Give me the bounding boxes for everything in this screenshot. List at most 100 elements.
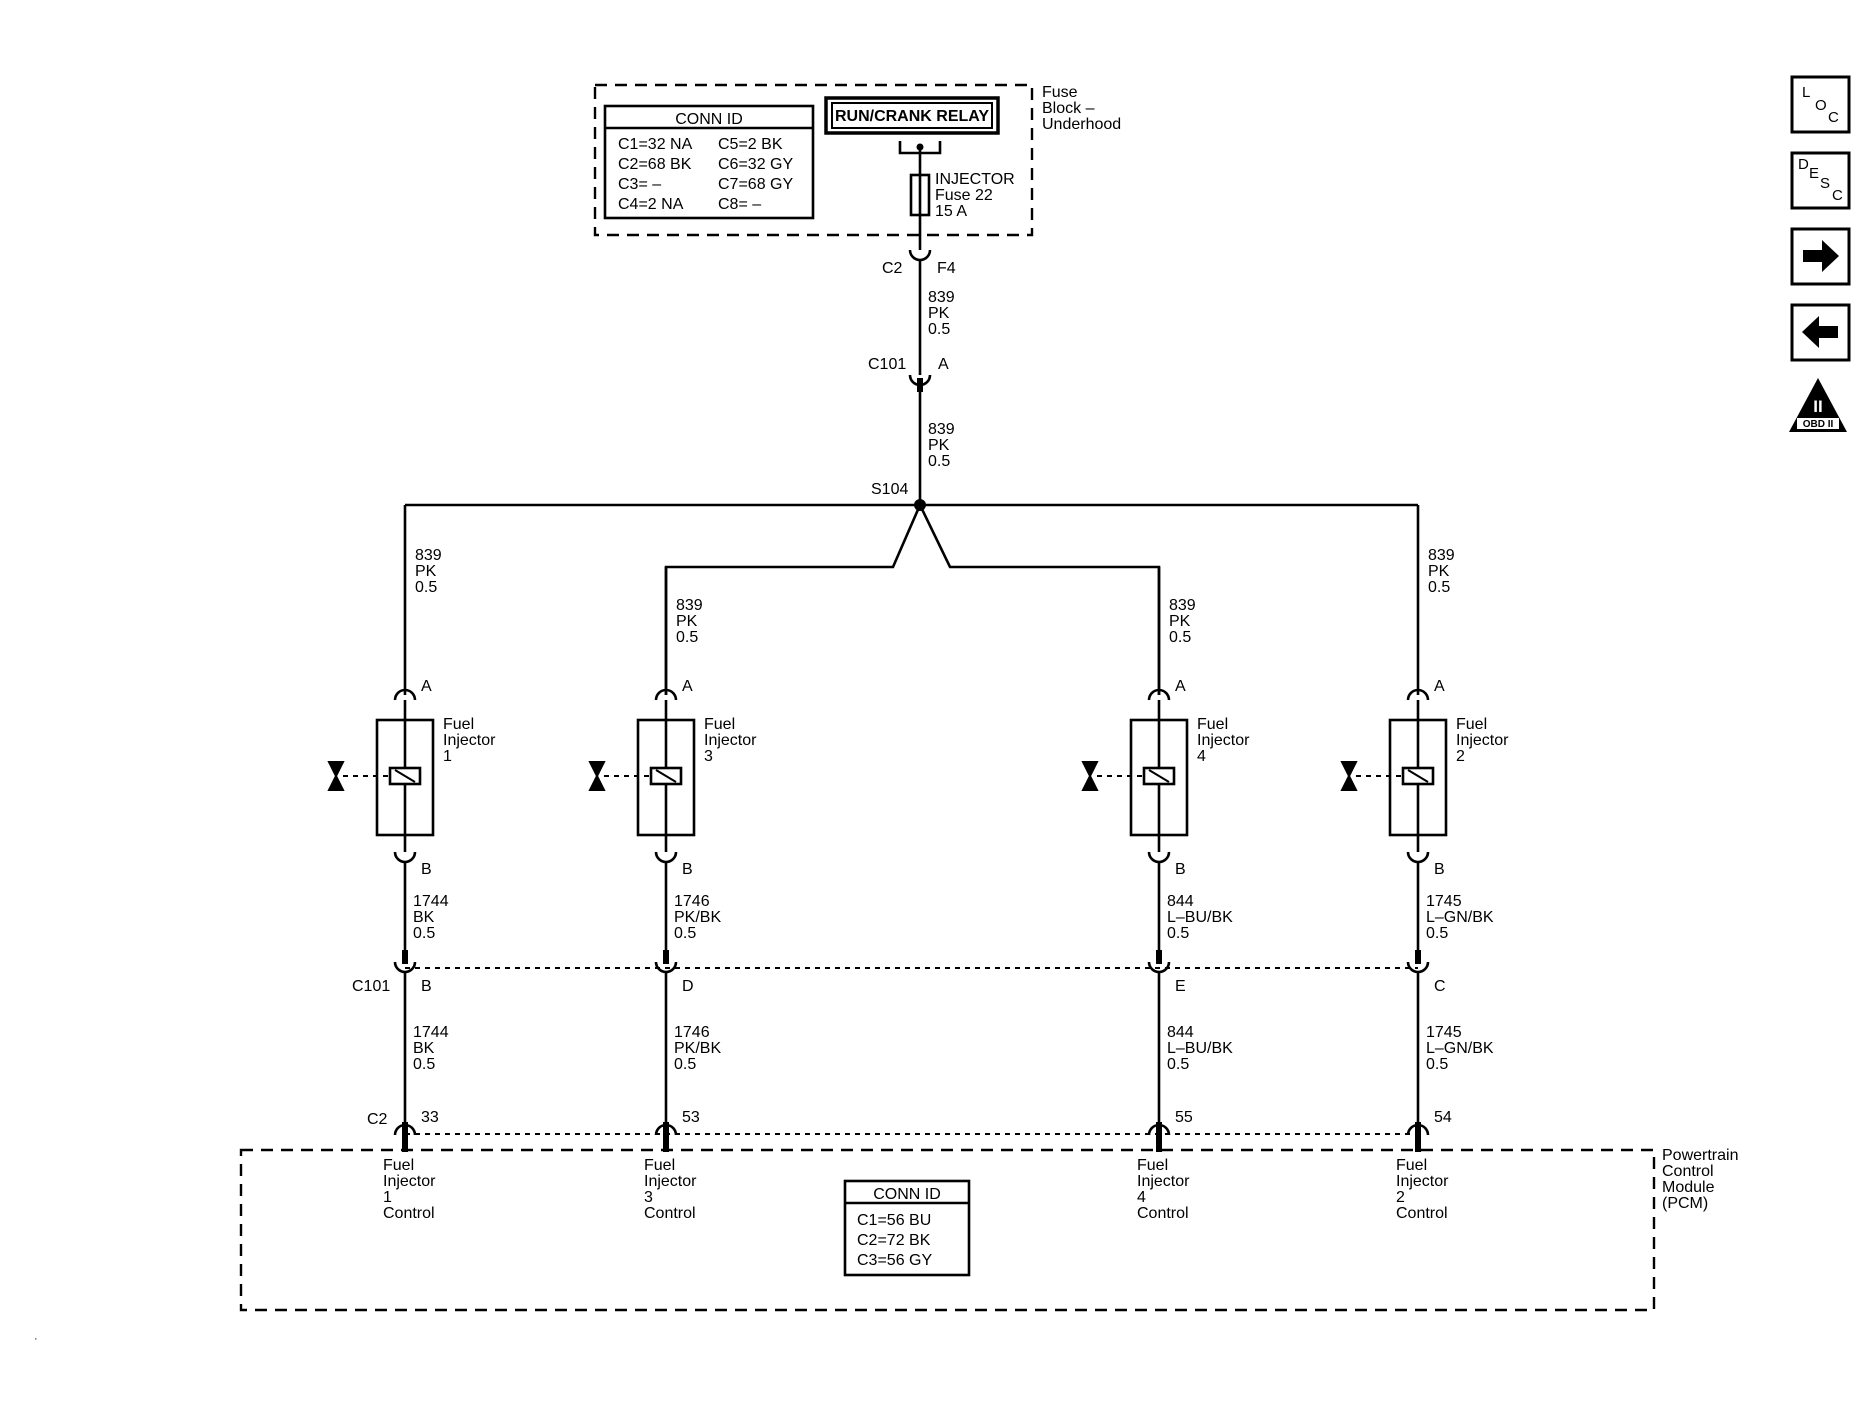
pcm-conn-c1: C1=56 BU [857, 1212, 931, 1229]
pcm-input-label-1: Fuel [1396, 1157, 1427, 1174]
feed-color: PK [1169, 613, 1191, 630]
c101-pin-label: D [682, 978, 694, 995]
fuse-block-outline [593, 83, 1034, 237]
fuse-label-2: Fuse 22 [935, 187, 993, 204]
injector-name-1: Fuel [1456, 716, 1487, 733]
wire-b-circuit: 844 [1167, 893, 1194, 910]
wire-c-color: L–BU/BK [1167, 1040, 1233, 1057]
wire-b-circuit: 1744 [413, 893, 449, 910]
wire-b-size: 0.5 [1426, 925, 1448, 942]
pcm-input-label-2: Injector [1396, 1173, 1449, 1190]
wire-c-color: BK [413, 1040, 435, 1057]
wire-c-circuit: 844 [1167, 1024, 1194, 1041]
wire-b-color: L–BU/BK [1167, 909, 1233, 926]
main-wire1-color: PK [928, 305, 950, 322]
feed-size: 0.5 [1428, 579, 1450, 596]
fuse-block-label-2: Block – [1042, 100, 1095, 117]
feed-size: 0.5 [415, 579, 437, 596]
connector-b [393, 851, 417, 864]
injector-number: 3 [704, 748, 713, 765]
pcm-input-label-1: Fuel [1137, 1157, 1168, 1174]
injector-name-2: Injector [704, 732, 757, 749]
fuse-block-label-3: Underhood [1042, 116, 1121, 133]
fuel-injector-branch-1: 839PK0.5AFuelInjector1B1744BK0.5B1744BK0… [327, 505, 496, 1222]
fuse-conn-c8: C8= – [718, 196, 761, 213]
pin-a-label: A [1175, 678, 1186, 695]
main-wire2-color: PK [928, 437, 950, 454]
fuse-label-3: 15 A [935, 203, 967, 220]
wire-b-color: BK [413, 909, 435, 926]
loc-letter-c: C [1828, 109, 1839, 126]
forward-button[interactable] [1790, 227, 1851, 286]
arrow-right-icon [1803, 240, 1839, 272]
pcm-conn-table [843, 1179, 971, 1277]
wire-b-circuit: 1745 [1426, 893, 1462, 910]
desc-letter-d: D [1798, 156, 1809, 173]
wire-c-size: 0.5 [413, 1056, 435, 1073]
run-crank-relay-outer [824, 96, 1000, 135]
main-c101-pin: A [938, 356, 949, 373]
obd-ii-button[interactable]: II OBD II [1789, 378, 1847, 432]
loc-button[interactable]: L O C [1790, 75, 1851, 134]
loc-letter-l: L [1802, 84, 1810, 101]
main-wire1-circuit: 839 [928, 289, 955, 306]
connector-c2-f4 [908, 249, 932, 262]
feed-circuit: 839 [415, 547, 442, 564]
pcm-conn-c2: C2=72 BK [857, 1232, 931, 1249]
desc-button[interactable]: D E S C [1790, 151, 1851, 210]
injector-number: 2 [1456, 748, 1465, 765]
fuse-conn-c6: C6=32 GY [718, 156, 793, 173]
pin-a-label: A [1434, 678, 1445, 695]
valve-icon [1081, 761, 1099, 791]
pin-a-label: A [421, 678, 432, 695]
fuel-injector-branch-3: 839PK0.5AFuelInjector3B1746PK/BK0.5D1746… [588, 567, 757, 1222]
pcm-outline [239, 1148, 1656, 1312]
arrow-left-icon [1802, 316, 1838, 348]
valve-icon [588, 761, 606, 791]
wire-c-circuit: 1746 [674, 1024, 710, 1041]
pcm-input-label-2: Injector [1137, 1173, 1190, 1190]
main-c101-label: C101 [868, 356, 906, 373]
fuse-label-1: INJECTOR [935, 171, 1015, 188]
pcm-input-label-2: Injector [383, 1173, 436, 1190]
fuse-block-underhood: Fuse Block – Underhood CONN ID C1=32 NA … [593, 83, 1121, 250]
pcm-input-label-4: Control [644, 1205, 696, 1222]
desc-letter-s: S [1820, 175, 1830, 192]
run-crank-relay-inner [831, 102, 993, 129]
pin-a-label: A [682, 678, 693, 695]
wire-c-color: PK/BK [674, 1040, 721, 1057]
c2-row-label: C2 [367, 1111, 388, 1128]
fuse-block-label-1: Fuse [1042, 84, 1078, 101]
pcm: Powertrain Control Module (PCM) CONN ID … [239, 1147, 1738, 1312]
fuse-conn-c3: C3= – [618, 176, 661, 193]
injector-name-2: Injector [1456, 732, 1509, 749]
loc-letter-o: O [1815, 97, 1827, 114]
feed-circuit: 839 [1169, 597, 1196, 614]
wire-c-circuit: 1744 [413, 1024, 449, 1041]
splice-s104-label: S104 [871, 481, 908, 498]
pcm-input-label-4: Control [383, 1205, 435, 1222]
pin-b-label: B [1434, 861, 1445, 878]
main-wire1-size: 0.5 [928, 321, 950, 338]
back-button[interactable] [1790, 303, 1851, 362]
pcm-conn-c3: C3=56 GY [857, 1252, 932, 1269]
pcm-input-label-4: Control [1396, 1205, 1448, 1222]
run-crank-relay-label: RUN/CRANK RELAY [835, 108, 989, 125]
injector-name-2: Injector [443, 732, 496, 749]
wire-c-size: 0.5 [674, 1056, 696, 1073]
wire-c-size: 0.5 [1167, 1056, 1189, 1073]
wire-c-circuit: 1745 [1426, 1024, 1462, 1041]
wire-b-size: 0.5 [413, 925, 435, 942]
wire-b-color: PK/BK [674, 909, 721, 926]
pcm-pin-label: 33 [421, 1109, 439, 1126]
pcm-input-label-3: 1 [383, 1189, 392, 1206]
pcm-label-3: Module [1662, 1179, 1715, 1196]
connector-b [1406, 851, 1430, 864]
injector-number: 1 [443, 748, 452, 765]
wire-c-size: 0.5 [1426, 1056, 1448, 1073]
wire-b-size: 0.5 [674, 925, 696, 942]
fuse-conn-c4: C4=2 NA [618, 196, 684, 213]
fuse-conn-c2: C2=68 BK [618, 156, 692, 173]
pcm-label-1: Powertrain [1662, 1147, 1738, 1164]
